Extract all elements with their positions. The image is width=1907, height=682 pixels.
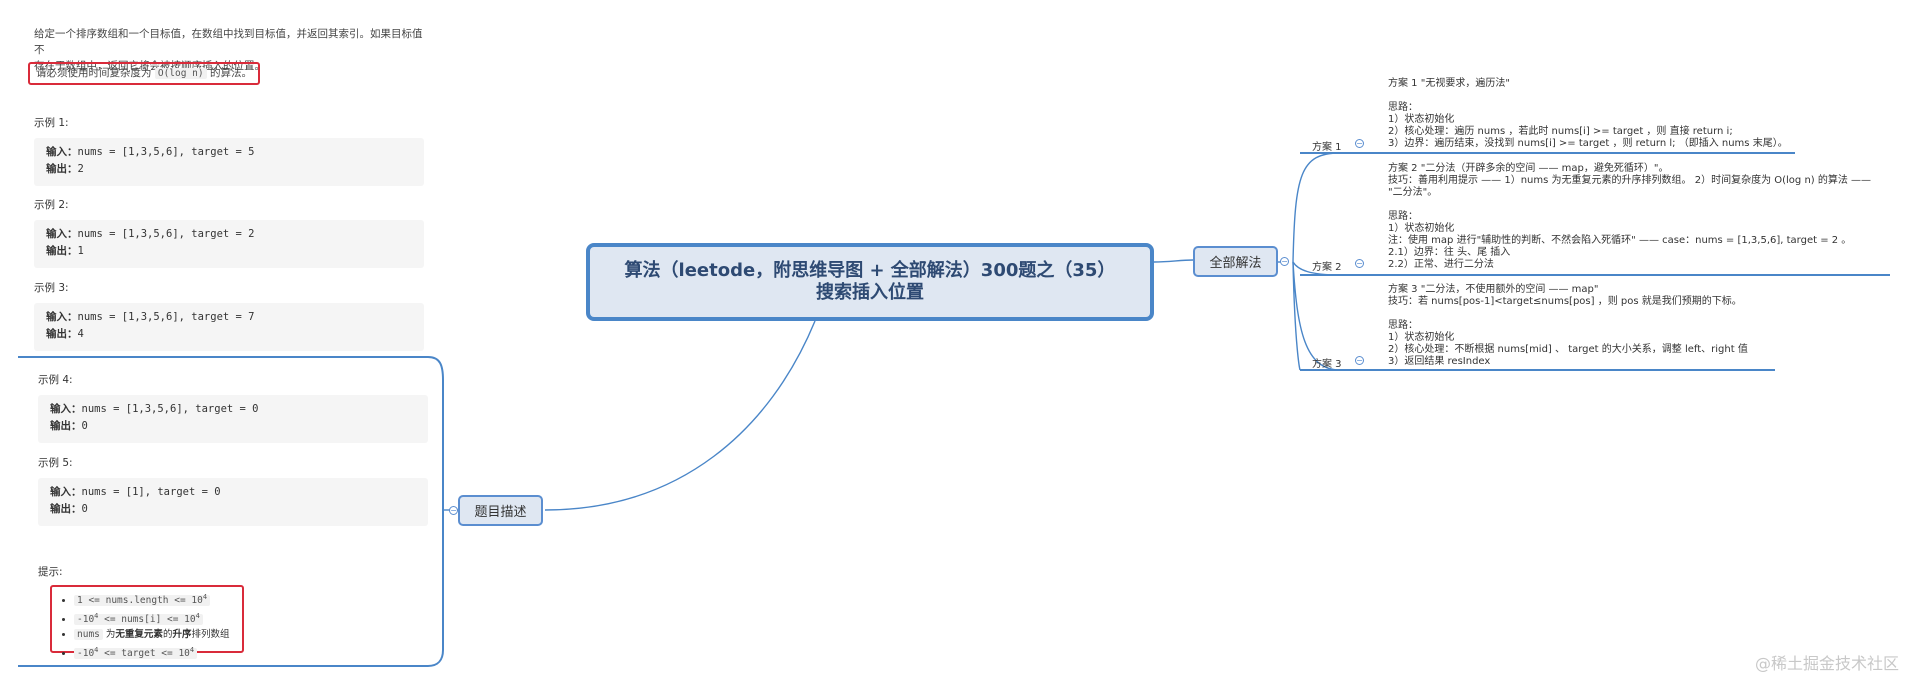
plan-3-line: 3）返回结果 resIndex [1388, 356, 1491, 367]
requirement-suffix: 的算法。 [209, 67, 252, 79]
requirement-code: O(log n) [154, 68, 207, 79]
example-4-label: 示例 4: [38, 374, 73, 386]
hints-list: 1 <= nums.length <= 104 -104 <= nums[i] … [52, 590, 242, 661]
hint-item: -104 <= target <= 104 [74, 643, 242, 662]
plan-2-line: 2.1）边界：往 头、尾 插入 [1388, 247, 1511, 258]
example-4-output: 0 [81, 420, 88, 432]
plan-2-text: 方案 2 "二分法（开辟多余的空间 —— map，避免死循环）"。 技巧：善用利… [1388, 163, 1871, 271]
node-problem-description[interactable]: 题目描述 [458, 495, 543, 526]
example-1-output: 2 [77, 163, 84, 175]
hint-3-mid: 为 [102, 629, 116, 641]
hint-4-sup2: 4 [189, 645, 195, 654]
plan-1-line: 2）核心处理：遍历 nums ，若此时 nums[i] >= target ，则… [1388, 126, 1733, 137]
plan-2-line: 方案 2 "二分法（开辟多余的空间 —— map，避免死循环）"。 [1388, 163, 1669, 174]
hints-title: 提示: [38, 566, 63, 578]
plan-1-text: 方案 1 "无视要求，遍历法" 思路： 1）状态初始化 2）核心处理：遍历 nu… [1388, 78, 1788, 150]
output-label: 输出： [46, 245, 78, 257]
plan-2-line: 技巧：善用利用提示 —— 1）nums 为无重复元素的升序排列数组。 2）时间复… [1388, 175, 1872, 186]
example-1-label: 示例 1: [34, 117, 69, 129]
plan-3-label[interactable]: 方案 3 [1312, 359, 1342, 370]
example-2-box: 输入：nums = [1,3,5,6], target = 2 输出：1 [34, 220, 424, 268]
hint-3-bold2: 升序 [172, 629, 192, 641]
plan-2-label[interactable]: 方案 2 [1312, 262, 1342, 273]
plan-1-line: 方案 1 "无视要求，遍历法" [1388, 78, 1510, 89]
example-5-input: nums = [1], target = 0 [81, 486, 221, 498]
example-3-label: 示例 3: [34, 282, 69, 294]
hint-4-a: -10 [77, 647, 95, 659]
plan-3-line: 思路： [1388, 320, 1418, 331]
example-3-box: 输入：nums = [1,3,5,6], target = 7 输出：4 [34, 303, 424, 351]
example-5-label: 示例 5: [38, 457, 73, 469]
plan-1-label[interactable]: 方案 1 [1312, 142, 1342, 153]
input-label: 输入： [50, 486, 82, 498]
hint-2-sup2: 4 [195, 611, 200, 620]
plan-2-line [1388, 199, 1871, 211]
hint-2-a: -10 [77, 613, 95, 625]
plan-3-text: 方案 3 "二分法，不使用额外的空间 —— map" 技巧：若 nums[pos… [1388, 284, 1748, 368]
example-2-label: 示例 2: [34, 199, 69, 211]
hint-item: 1 <= nums.length <= 104 [74, 590, 242, 609]
example-4-box: 输入：nums = [1,3,5,6], target = 0 输出：0 [38, 395, 428, 443]
plan-2-line: 注：使用 map 进行"辅助性的判断、不然会陷入死循环" —— case：num… [1388, 235, 1852, 246]
hint-3-code: nums [74, 629, 103, 641]
hint-3-end: 排列数组 [191, 629, 230, 641]
example-1-input: nums = [1,3,5,6], target = 5 [77, 146, 255, 158]
collapse-toggle-icon[interactable]: − [1355, 258, 1364, 268]
output-label: 输出： [50, 420, 82, 432]
collapse-toggle-icon[interactable]: − [449, 505, 458, 515]
plan-3-line [1388, 308, 1748, 320]
example-2-output: 1 [77, 245, 84, 257]
collapse-toggle-icon[interactable]: − [1355, 138, 1364, 148]
collapse-toggle-icon[interactable]: − [1280, 256, 1289, 266]
plan-2-line: "二分法"。 [1388, 187, 1438, 198]
hints-box: 1 <= nums.length <= 104 -104 <= nums[i] … [50, 585, 244, 659]
node-all-solutions[interactable]: 全部解法 [1193, 246, 1278, 277]
hint-2-b: <= nums[i] <= 10 [98, 613, 196, 625]
input-label: 输入： [46, 228, 78, 240]
example-5-output: 0 [81, 503, 88, 515]
hint-1-sup: 4 [202, 593, 208, 601]
example-5-box: 输入：nums = [1], target = 0 输出：0 [38, 478, 428, 526]
input-label: 输入： [46, 311, 78, 323]
plan-3-line: 2）核心处理：不断根据 nums[mid] 、 target 的大小关系，调整 … [1388, 344, 1748, 355]
hint-4-b: <= target <= 10 [98, 647, 190, 659]
hint-3-bold: 无重复元素 [115, 629, 163, 641]
plan-2-line: 思路： [1388, 211, 1418, 222]
hint-4-sup1: 4 [94, 645, 99, 654]
requirement-prefix: 请必须使用时间复杂度为 [36, 67, 152, 79]
output-label: 输出： [46, 163, 78, 175]
example-3-input: nums = [1,3,5,6], target = 7 [77, 311, 255, 323]
example-2-input: nums = [1,3,5,6], target = 2 [77, 228, 255, 240]
plan-1-line: 3）边界：遍历结束，没找到 nums[i] >= target ，则 retur… [1388, 138, 1788, 149]
plan-1-line [1388, 90, 1788, 102]
hint-item: nums 为无重复元素的升序排列数组 [74, 627, 242, 643]
input-label: 输入： [50, 403, 82, 415]
example-3-output: 4 [77, 328, 84, 340]
plan-2-line: 2.2）正常、进行二分法 [1388, 259, 1494, 270]
input-label: 输入： [46, 146, 78, 158]
watermark: @稀土掘金技术社区 [1754, 654, 1899, 673]
collapse-toggle-icon[interactable]: − [1355, 355, 1364, 365]
hint-item: -104 <= nums[i] <= 104 [74, 609, 242, 628]
problem-intro-line1: 给定一个排序数组和一个目标值，在数组中找到目标值，并返回其索引。如果目标值不 [34, 28, 423, 56]
plan-2-line: 1）状态初始化 [1388, 223, 1455, 234]
hint-3-mid2: 的 [162, 629, 173, 641]
plan-3-line: 技巧：若 nums[pos-1]<target≤nums[pos] ，则 pos… [1388, 296, 1742, 307]
plan-3-line: 方案 3 "二分法，不使用额外的空间 —— map" [1388, 284, 1599, 295]
complexity-requirement: 请必须使用时间复杂度为 O(log n) 的算法。 [28, 62, 260, 85]
mindmap-root-title[interactable]: 算法（leetode，附思维导图 + 全部解法）300题之（35）搜索插入位置 [586, 243, 1154, 321]
output-label: 输出： [46, 328, 78, 340]
example-1-box: 输入：nums = [1,3,5,6], target = 5 输出：2 [34, 138, 424, 186]
hint-1-code: 1 <= nums.length <= 10 [77, 595, 203, 607]
output-label: 输出： [50, 503, 82, 515]
example-4-input: nums = [1,3,5,6], target = 0 [81, 403, 259, 415]
plan-1-line: 思路： [1388, 102, 1418, 113]
plan-1-line: 1）状态初始化 [1388, 114, 1455, 125]
hint-2-sup1: 4 [94, 611, 99, 620]
plan-3-line: 1）状态初始化 [1388, 332, 1455, 343]
